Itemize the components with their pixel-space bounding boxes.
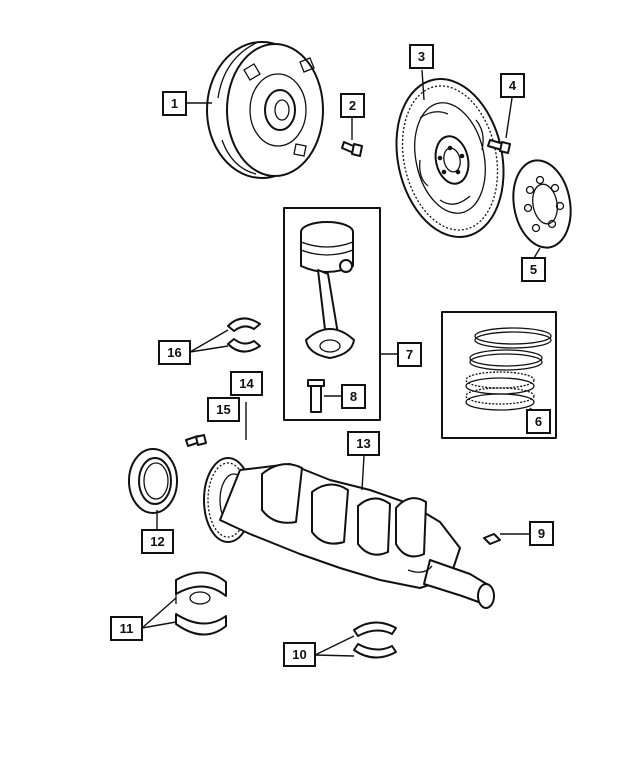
callout-15: 15: [207, 397, 240, 422]
callout-7-label: 7: [406, 347, 413, 362]
rear-main-seal-part: [128, 448, 178, 514]
converter-bolt-part: [341, 141, 363, 157]
torque-converter-part: [206, 41, 324, 179]
callout-13: 13: [347, 431, 380, 456]
callout-2-label: 2: [349, 98, 356, 113]
callout-11-label: 11: [120, 621, 134, 636]
callout-1-label: 1: [171, 96, 178, 111]
callout-8-label: 8: [350, 389, 357, 404]
callout-11: 11: [110, 616, 143, 641]
flexplate-part: [395, 78, 505, 238]
callout-4: 4: [500, 73, 525, 98]
leader-lines: [141, 69, 541, 657]
rod-bearing-upper-part: [227, 317, 261, 353]
callout-8: 8: [341, 384, 366, 409]
callout-5-label: 5: [530, 262, 537, 277]
callout-1: 1: [162, 91, 187, 116]
callout-16: 16: [158, 340, 191, 365]
reinforcement-plate-part: [512, 159, 572, 249]
callout-10: 10: [283, 642, 316, 667]
callout-2: 2: [340, 93, 365, 118]
callout-10-label: 10: [292, 647, 306, 662]
callout-14-label: 14: [239, 376, 254, 391]
callout-12-label: 12: [150, 534, 164, 549]
callout-6: 6: [526, 409, 551, 434]
callout-7: 7: [397, 342, 422, 367]
callout-5: 5: [521, 257, 546, 282]
callout-3-label: 3: [418, 49, 425, 64]
callout-16-label: 16: [167, 345, 181, 360]
callout-15-label: 15: [216, 402, 230, 417]
callout-9: 9: [529, 521, 554, 546]
flexplate-bolt-part: [487, 139, 511, 154]
callout-3: 3: [409, 44, 434, 69]
callout-9-label: 9: [538, 526, 545, 541]
crank-bolt-part: [185, 434, 207, 447]
thrust-bearing-part: [353, 621, 397, 659]
callout-13-label: 13: [356, 436, 370, 451]
callout-4-label: 4: [509, 78, 517, 93]
crank-key-part: [483, 533, 501, 545]
callout-6-label: 6: [535, 414, 542, 429]
callout-12: 12: [141, 529, 174, 554]
piston-rod-assembly-part: [283, 207, 381, 421]
callout-14: 14: [230, 371, 263, 396]
main-bearing-part: [175, 571, 227, 636]
crankshaft-part: [203, 457, 495, 609]
